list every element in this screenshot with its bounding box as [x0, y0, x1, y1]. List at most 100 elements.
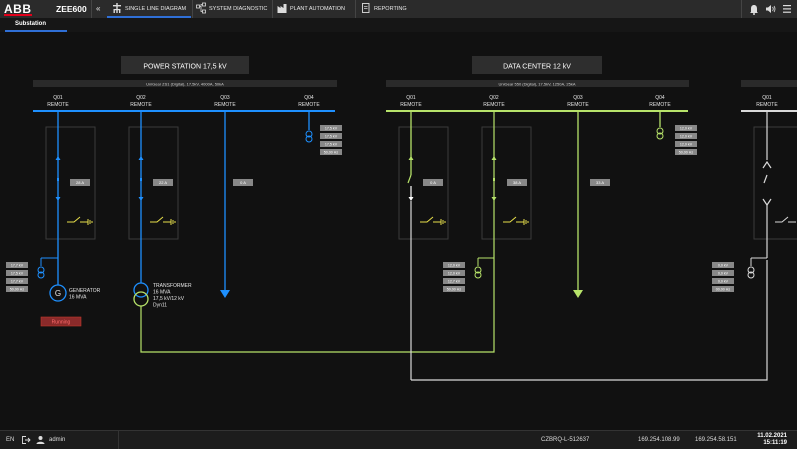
breaker-icon	[55, 156, 61, 160]
busbar-data-center	[386, 110, 688, 112]
voltage-reading: 12,0 kV	[680, 127, 693, 131]
voltage-reading: 12,7 kV	[448, 280, 461, 284]
current-time: 15:11:19	[763, 440, 787, 446]
document-icon	[362, 3, 370, 13]
voltage-reading: 12,0 kV	[448, 272, 461, 276]
feeder-panel-q02[interactable]	[128, 126, 179, 240]
sld-icon	[113, 3, 121, 13]
hostname: CZBRQ-L-512637	[541, 437, 590, 443]
single-line-diagram: POWER STATION 17,5 kV DATA CENTER 12 kV …	[6, 56, 797, 381]
divider	[355, 0, 356, 18]
collapse-menu-button[interactable]: «	[96, 4, 101, 13]
abb-logo: ABB	[4, 2, 32, 16]
current-date: 11.02.2021	[757, 433, 787, 439]
breaker-icon	[55, 197, 61, 201]
language-selector[interactable]: EN	[6, 437, 15, 443]
voltage-transformer-icon	[37, 271, 45, 279]
station-title-box[interactable]	[472, 56, 602, 74]
user-icon	[36, 436, 45, 444]
divider	[91, 0, 92, 18]
disconnector-open-icon[interactable]	[763, 174, 768, 184]
feeder-panel-q02[interactable]	[481, 126, 532, 240]
transformer-vector-group: Dyn11	[153, 303, 167, 309]
current-reading: 22 A	[159, 180, 167, 185]
voltage-transformer-icon	[656, 132, 664, 140]
ip-address: 169.254.58.151	[695, 437, 737, 443]
feeder-mode: REMOTE	[756, 102, 778, 108]
feeder-mode: REMOTE	[400, 102, 422, 108]
switchgear-spec: UniGear ZS1 (Digital), 17,5kV, 4000A, 50…	[146, 81, 224, 86]
feeder-mode: REMOTE	[47, 102, 69, 108]
station-title-box[interactable]	[121, 56, 249, 74]
feeder-mode: REMOTE	[214, 102, 236, 108]
feeder-id: Q03	[573, 95, 583, 101]
generator-status-badge	[40, 316, 82, 327]
tab-plant-automation[interactable]: PLANT AUTOMATION	[277, 0, 351, 18]
tab-label: REPORTING	[374, 6, 407, 12]
current-reading: 0 A	[430, 180, 436, 185]
earth-switch-icon[interactable]	[775, 216, 796, 223]
generator-icon[interactable]	[49, 284, 67, 302]
feeder-mode: REMOTE	[298, 102, 320, 108]
subtab-bar	[0, 18, 797, 32]
feeder-panel-q01[interactable]	[398, 126, 449, 240]
top-navigation-bar: ABB ZEE600 « SINGLE LINE DIAGRAM SYSTEM …	[0, 0, 797, 18]
switchgear-label-bar	[741, 80, 797, 87]
logout-icon[interactable]	[21, 435, 31, 445]
breaker-icon	[491, 197, 497, 201]
voltage-transformer-icon	[747, 271, 755, 279]
current-user[interactable]: admin	[49, 437, 66, 443]
cable-link	[140, 112, 495, 353]
voltage-reading: 0,0 kV	[718, 280, 729, 284]
voltage-transformer-icon	[747, 266, 755, 274]
status-bar: EN admin CZBRQ-L-512637 169.254.108.99 1…	[0, 430, 797, 449]
earth-switch-icon[interactable]	[503, 216, 529, 225]
voltage-reading: 17,7 kV	[11, 280, 24, 284]
transformer-name: TRANSFORMER	[153, 283, 192, 289]
earth-switch-icon[interactable]	[67, 216, 93, 225]
feeder-mode: REMOTE	[483, 102, 505, 108]
tab-single-line-diagram[interactable]: SINGLE LINE DIAGRAM	[112, 0, 192, 18]
cable-link	[411, 260, 768, 381]
tab-label: SINGLE LINE DIAGRAM	[125, 6, 187, 12]
frequency-reading: 00,00 Hz	[716, 288, 731, 292]
tab-label: PLANT AUTOMATION	[290, 6, 346, 12]
transformer-primary-icon[interactable]	[133, 282, 149, 298]
divider	[192, 0, 193, 18]
feeder-id: Q02	[136, 95, 146, 101]
voltage-transformer-icon	[474, 266, 482, 274]
factory-icon	[277, 4, 287, 13]
frequency-reading: 50,00 Hz	[679, 151, 694, 155]
breaker-icon	[491, 156, 497, 160]
breaker-icon	[762, 198, 772, 207]
breaker-icon	[762, 160, 772, 169]
divider	[741, 0, 742, 18]
frequency-reading: 50,00 Hz	[447, 288, 462, 292]
bell-icon[interactable]	[749, 3, 759, 15]
transformer-secondary-icon[interactable]	[133, 291, 149, 307]
disconnector-open-icon[interactable]	[407, 174, 412, 184]
tab-substation[interactable]: Substation	[15, 21, 46, 27]
divider	[118, 431, 119, 449]
feeder-id: Q03	[220, 95, 230, 101]
breaker-icon	[138, 156, 144, 160]
tab-reporting[interactable]: REPORTING	[361, 0, 421, 18]
active-tab-indicator	[107, 16, 191, 18]
voltage-transformer-icon	[37, 266, 45, 274]
speaker-icon[interactable]	[765, 4, 777, 14]
hamburger-menu-icon[interactable]	[783, 4, 792, 14]
divider	[272, 0, 273, 18]
tab-label: SYSTEM DIAGNOSTIC	[209, 6, 268, 12]
transformer-ratio: 17,5 kV/12 kV	[153, 296, 185, 302]
current-reading: 0 A	[240, 180, 246, 185]
feeder-id: Q01	[762, 95, 772, 101]
earth-switch-icon[interactable]	[150, 216, 176, 225]
earth-switch-icon[interactable]	[420, 216, 446, 225]
abb-logo-underline	[4, 14, 32, 16]
feeder-panel-q01[interactable]	[753, 126, 797, 240]
feeder-panel-q01[interactable]	[45, 126, 96, 240]
load-arrow	[573, 290, 583, 298]
tab-system-diagnostic[interactable]: SYSTEM DIAGNOSTIC	[196, 0, 268, 18]
voltage-reading: 0,0 kV	[718, 264, 729, 268]
switchgear-spec: UniGear 550 (Digital), 17,5kV, 1250A, 25…	[498, 81, 575, 86]
